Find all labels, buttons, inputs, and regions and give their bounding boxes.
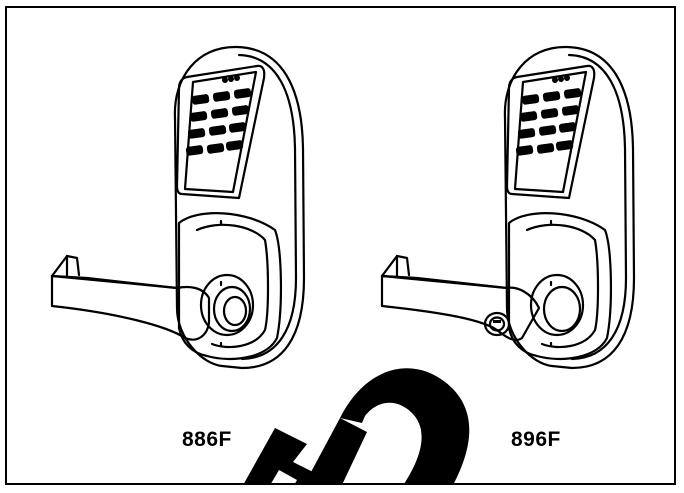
figure-frame: 886F 896F <box>5 6 676 485</box>
keypad-left <box>185 88 252 156</box>
keypad-right <box>515 88 582 156</box>
model-label-896f: 896F <box>511 428 561 451</box>
watermark-graphic <box>244 368 470 483</box>
model-label-886f: 886F <box>182 428 232 451</box>
lock-896f-drawing <box>380 45 636 370</box>
lock-886f-drawing <box>50 45 306 370</box>
